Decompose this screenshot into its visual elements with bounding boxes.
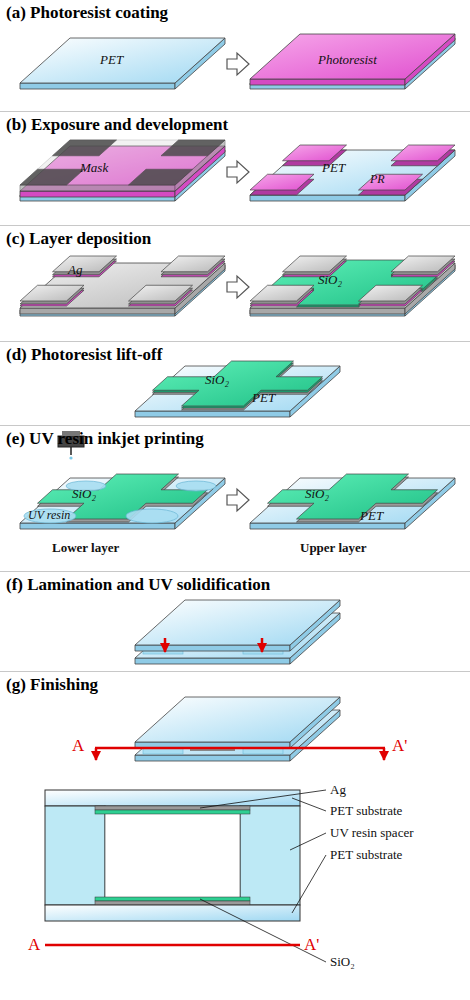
step-panel: (c) Layer deposition — [0, 226, 470, 342]
part-label: SiO₂ — [318, 272, 342, 288]
part-label: A — [72, 736, 84, 756]
part-label: UV resin spacer — [330, 825, 414, 841]
part-label: SiO₂ — [330, 954, 355, 970]
step-heading: (b) Exposure and development — [6, 115, 228, 135]
part-label: PET — [252, 390, 275, 406]
part-label: Mask — [80, 160, 108, 176]
step-heading: (f) Lamination and UV solidification — [6, 575, 270, 595]
part-label: Upper layer — [300, 540, 367, 556]
part-label: A — [28, 935, 40, 955]
part-label: Ag — [68, 262, 82, 278]
part-label: SiO₂ — [205, 372, 229, 388]
part-label: A' — [392, 736, 407, 756]
part-label: SiO₂ — [72, 486, 96, 502]
part-label: Lower layer — [52, 540, 119, 556]
part-label: PET substrate — [330, 803, 402, 819]
part-label: PR — [370, 172, 385, 187]
step-heading: (g) Finishing — [6, 675, 98, 695]
part-label: UV resin — [28, 508, 70, 523]
step-heading: (d) Photoresist lift-off — [6, 345, 162, 365]
part-label: PET — [360, 508, 383, 524]
step-panel: (d) Photoresist lift-off — [0, 342, 470, 426]
step-heading: (a) Photoresist coating — [6, 3, 168, 23]
part-label: PET substrate — [330, 847, 402, 863]
part-label: PET — [322, 160, 345, 176]
part-label: Photoresist — [318, 52, 377, 68]
part-label: Ag — [330, 782, 346, 798]
step-panel: (a) Photoresist coating — [0, 0, 470, 112]
part-label: A' — [304, 935, 319, 955]
step-heading: (c) Layer deposition — [6, 229, 151, 249]
step-heading: (e) UV resin inkjet printing — [6, 429, 204, 449]
part-label: PET — [100, 52, 123, 68]
part-label: SiO₂ — [305, 486, 329, 502]
step-panel: (f) Lamination and UV solidification — [0, 572, 470, 672]
step-panel: (b) Exposure and development — [0, 112, 470, 226]
